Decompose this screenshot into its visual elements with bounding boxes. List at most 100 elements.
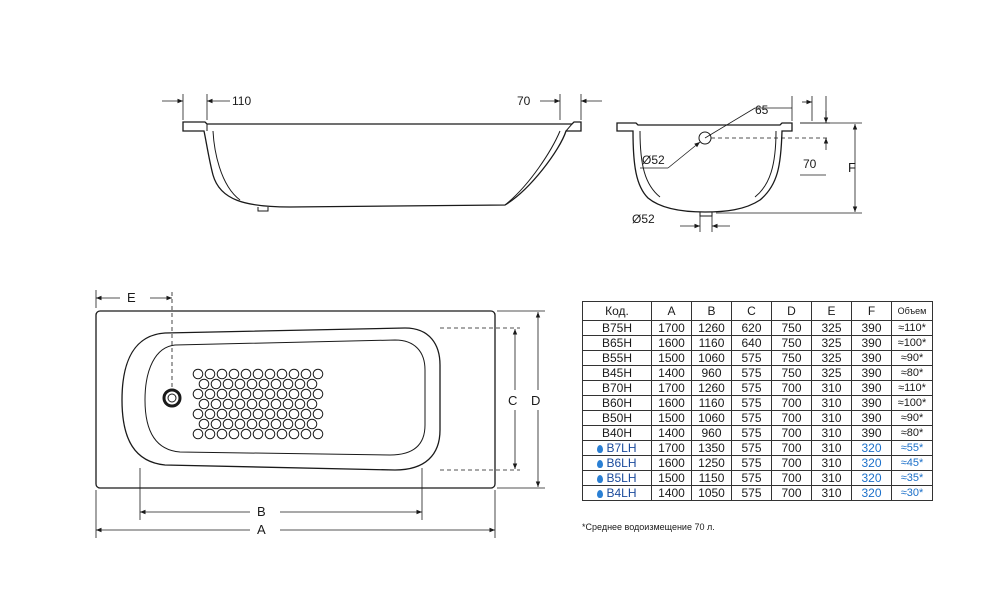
table-cell-text: 310 [821, 471, 842, 485]
mat-dot [192, 428, 204, 440]
table-cell-a: 1400 [651, 365, 692, 381]
dim-section-top-label: 65 [755, 103, 769, 117]
table-cell-code: B75H [582, 320, 652, 336]
tub-inner-bowl [121, 327, 441, 471]
mat-dot [270, 378, 282, 390]
mat-dot [276, 368, 288, 380]
table-cell-d: 750 [771, 365, 812, 381]
mat-dot [210, 378, 222, 390]
table-cell-text: B4LH [606, 486, 637, 500]
table-cell-c: 575 [731, 485, 772, 501]
mat-dot [288, 408, 300, 420]
mat-dot [300, 408, 312, 420]
mat-dot [204, 368, 216, 380]
mat-dot [192, 368, 204, 380]
mat-dot [312, 368, 324, 380]
table-cell-b: 1160 [691, 335, 732, 351]
mat-dot [270, 418, 282, 430]
table-cell-text: 575 [741, 396, 762, 410]
mat-dot [306, 418, 318, 430]
mat-dot [198, 378, 210, 390]
mat-dot [240, 368, 252, 380]
mat-dot [222, 398, 234, 410]
table-cell-f: 390 [851, 320, 892, 336]
table-cell-vol: ≈30* [891, 485, 933, 501]
table-cell-text: 1400 [658, 486, 685, 500]
table-cell-d: 700 [771, 485, 812, 501]
table-cell-c: 575 [731, 425, 772, 441]
mat-dot [294, 378, 306, 390]
side-view [162, 94, 602, 212]
table-cell-text: B7LH [606, 441, 637, 455]
table-header-cell: F [851, 301, 892, 321]
table-cell-e: 310 [811, 395, 852, 411]
table-cell-b: 1060 [691, 350, 732, 366]
table-cell-text: 575 [741, 441, 762, 455]
mat-dot [216, 408, 228, 420]
dim-overflow-height-label: 70 [803, 157, 817, 171]
table-cell-text: 310 [821, 456, 842, 470]
mat-dot [222, 378, 234, 390]
table-cell-code: B45H [582, 365, 652, 381]
table-cell-text: 575 [741, 456, 762, 470]
table-cell-d: 700 [771, 410, 812, 426]
table-cell-e: 310 [811, 425, 852, 441]
mat-dot [246, 398, 258, 410]
mat-dot [240, 408, 252, 420]
table-cell-b: 1060 [691, 410, 732, 426]
table-cell-text: ≈90* [900, 352, 924, 364]
table-cell-d: 700 [771, 455, 812, 471]
table-cell-text: B75H [601, 321, 633, 335]
table-cell-text: 310 [821, 486, 842, 500]
mat-dot [252, 408, 264, 420]
water-drop-icon [597, 475, 604, 483]
table-cell-d: 750 [771, 350, 812, 366]
section-view [616, 96, 862, 232]
table-cell-code: B55H [582, 350, 652, 366]
table-cell-text: 700 [781, 486, 802, 500]
table-cell-a: 1600 [651, 335, 692, 351]
mat-dot [204, 428, 216, 440]
dim-a-label: A [257, 522, 266, 537]
table-cell-text: 390 [861, 336, 882, 350]
table-cell-text: 320 [861, 441, 882, 455]
mat-dot [192, 388, 204, 400]
table-cell-text: 320 [861, 456, 882, 470]
dim-height-label: F [848, 160, 856, 175]
table-cell-c: 640 [731, 335, 772, 351]
table-cell-text: 1150 [698, 471, 725, 485]
mat-dot [216, 368, 228, 380]
table-cell-code: B65H [582, 335, 652, 351]
mat-dot [228, 368, 240, 380]
table-row: B4LH 1400 1050 575 700 310 320 ≈30* [582, 485, 933, 501]
mat-dot [300, 368, 312, 380]
table-cell-text: 1700 [658, 381, 685, 395]
mat-dot [282, 378, 294, 390]
table-cell-text: 575 [741, 486, 762, 500]
water-drop-icon [597, 460, 604, 468]
mat-dot [222, 418, 234, 430]
table-cell-text: 1250 [698, 456, 725, 470]
mat-dot [270, 398, 282, 410]
table-cell-text: B50H [601, 411, 633, 425]
table-cell-text: 575 [741, 351, 762, 365]
table-cell-c: 575 [731, 410, 772, 426]
table-cell-vol: ≈110* [891, 320, 933, 336]
table-cell-b: 1050 [691, 485, 732, 501]
table-cell-text: 960 [701, 366, 722, 380]
table-cell-text: 750 [781, 336, 802, 350]
mat-dot [204, 408, 216, 420]
table-cell-f: 390 [851, 350, 892, 366]
mat-dot [252, 368, 264, 380]
table-cell-text: ≈80* [900, 367, 924, 379]
table-cell-text: ≈30* [900, 487, 924, 499]
table-cell-e: 310 [811, 455, 852, 471]
table-cell-e: 325 [811, 335, 852, 351]
table-cell-text: 310 [821, 411, 842, 425]
table-cell-vol: ≈35* [891, 470, 933, 486]
table-cell-f: 320 [851, 485, 892, 501]
